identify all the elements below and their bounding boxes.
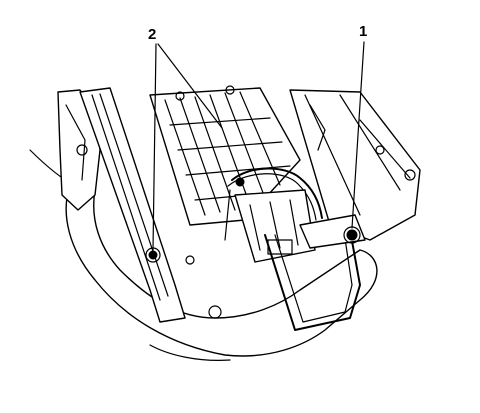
frame-left-rail	[79, 87, 222, 323]
release-handle	[264, 229, 361, 331]
callout-2: 2	[148, 26, 157, 43]
seat-springs	[149, 85, 301, 226]
wire-harness	[224, 167, 323, 241]
callout-1: 1	[359, 23, 368, 40]
leader-lines	[152, 41, 365, 251]
leader-2b	[157, 43, 223, 129]
leader-2a	[152, 43, 157, 251]
leader-1	[351, 41, 365, 229]
adjuster-bracket	[234, 189, 316, 263]
fastener-1	[299, 214, 366, 249]
